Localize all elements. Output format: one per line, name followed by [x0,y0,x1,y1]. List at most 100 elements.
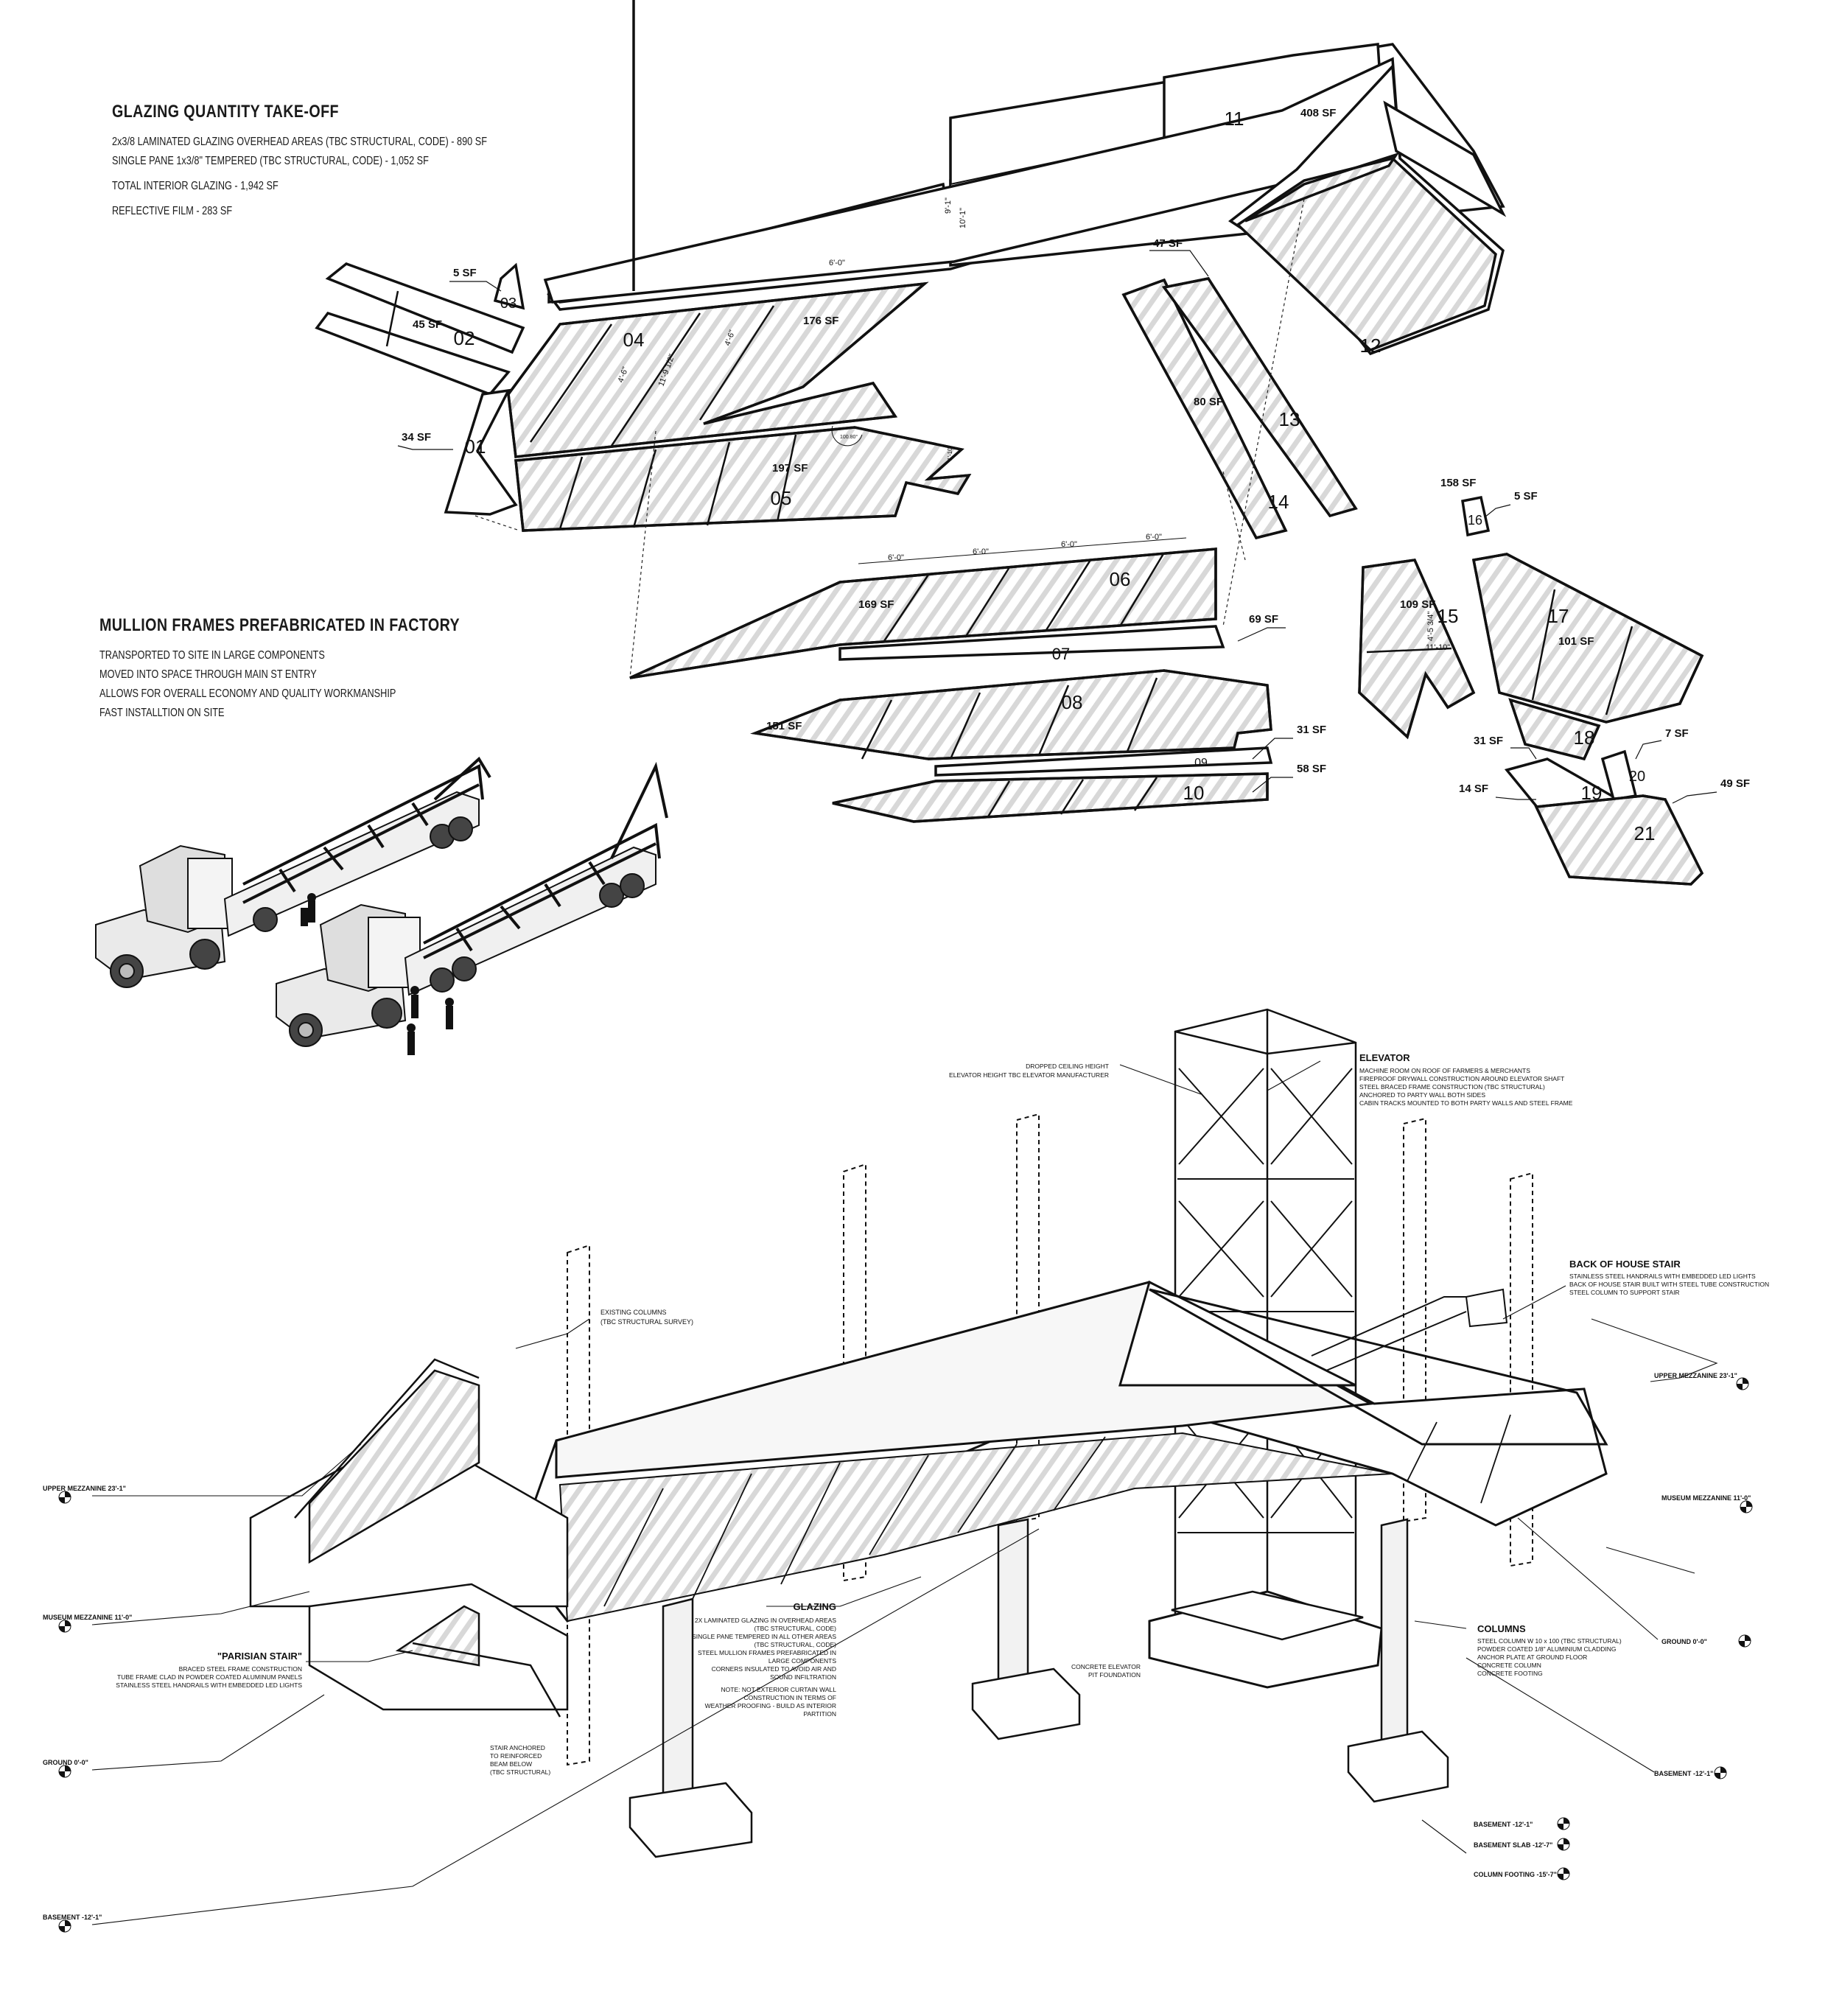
panel-number-08: 08 [1062,691,1083,713]
panel-number-02: 02 [454,327,475,349]
level-marker: GROUND 0'-0" [43,1759,88,1778]
level-upper-mezz-right: UPPER MEZZANINE 23'-1" [1654,1372,1737,1379]
mullion-line: ALLOWS FOR OVERALL ECONOMY AND QUALITY W… [99,687,396,700]
elevator-line: MACHINE ROOM ON ROOF OF FARMERS & MERCHA… [1359,1067,1530,1074]
glazing-title: GLAZING [794,1601,837,1612]
existing-columns-note: EXISTING COLUMNS (TBC STRUCTURAL SURVEY) [600,1309,693,1326]
dim-6ft: 6'-0" [829,259,845,267]
panel-17 [1471,553,1704,724]
parisian-title: "PARISIAN STAIR" [217,1651,302,1662]
level-markers: UPPER MEZZANINE 23'-1" MUSEUM MEZZANINE … [43,1372,1753,1933]
parisian-stair [249,1358,569,1718]
level-column-footing: COLUMN FOOTING -15'-7" [1474,1871,1557,1878]
area-10: 58 SF [1297,763,1326,775]
panel-16 [1461,495,1491,537]
dim-6ft: 6'-0" [973,547,989,556]
panel-05 [514,426,972,532]
panel-number-19: 19 [1581,782,1603,804]
glazing-line: 2X LAMINATED GLAZING IN OVERHEAD AREAS [695,1617,836,1624]
panel-layout [315,0,1704,886]
level-basement-slab: BASEMENT SLAB -12'-7" [1474,1841,1552,1849]
level-museum-mezz-right: MUSEUM MEZZANINE 11'-0" [1661,1494,1751,1502]
area-08: 151 SF [766,720,802,732]
dim-10-1: 10'-1" [959,208,967,228]
glazing-line: LARGE COMPONENTS [768,1657,836,1665]
panel-number-10: 10 [1183,782,1205,804]
panel-number-15: 15 [1437,605,1459,627]
elevator-tower [1148,1008,1383,1689]
panel-number-07: 07 [1052,645,1070,663]
columns-title: COLUMNS [1477,1623,1526,1634]
area-06: 169 SF [858,598,894,611]
mullion-title: MULLION FRAMES PREFABRICATED IN FACTORY [99,615,460,635]
elevator-note: ELEVATOR MACHINE ROOM ON ROOF OF FARMERS… [1359,1052,1573,1107]
mullion-line: FAST INSTALLTION ON SITE [99,707,225,719]
area-12: 47 SF [1153,237,1183,250]
level-marker: UPPER MEZZANINE 23'-1" [1654,1372,1749,1390]
area-13: 80 SF [1194,396,1223,408]
back-of-house-stair [1311,1288,1508,1371]
glazing-line: CONSTRUCTION IN TERMS OF [744,1694,836,1701]
elevator-title: ELEVATOR [1359,1052,1410,1063]
dim-9-1: 9'-1" [944,197,953,214]
truck-2 [276,761,668,1055]
back-stair-line: BACK OF HOUSE STAIR BUILT WITH STEEL TUB… [1569,1281,1769,1288]
glazing-line: WEATHER PROOFING - BUILD AS INTERIOR [705,1702,836,1709]
stair-anchored-line: TO REINFORCED [490,1752,542,1760]
panel-number-09: 09 [1194,757,1208,769]
truck-1 [95,756,491,988]
bridge-body [514,1280,1608,1623]
dim-1-10: 1'-10" [947,445,953,461]
panel-number-16: 16 [1468,513,1482,528]
takeoff-line: SINGLE PANE 1x3/8" TEMPERED (TBC STRUCTU… [112,155,429,167]
panel-number-04: 04 [623,329,645,351]
takeoff-film: REFLECTIVE FILM - 283 SF [112,205,233,217]
panel-02 [315,262,525,396]
panel-number-12: 12 [1360,335,1382,357]
level-marker: COLUMN FOOTING -15'-7" [1474,1867,1570,1880]
glazing-line: CORNERS INSULATED TO AVOID AIR AND [712,1665,836,1673]
panel-01 [444,388,518,516]
level-marker: BASEMENT -12'-1" [1654,1766,1727,1779]
pit-line: CONCRETE ELEVATOR [1071,1663,1141,1670]
back-stair-note: BACK OF HOUSE STAIR STAINLESS STEEL HAND… [1569,1259,1769,1296]
area-19: 14 SF [1459,783,1488,795]
area-labels: 34 SF 45 SF 5 SF 176 SF 197 SF 169 SF 69… [402,107,1750,795]
level-basement: BASEMENT -12'-1" [1474,1821,1533,1828]
glazing-note: GLAZING 2X LAMINATED GLAZING IN OVERHEAD… [692,1601,836,1718]
dashed-connections [474,198,1305,679]
level-marker: UPPER MEZZANINE 23'-1" [43,1485,126,1504]
elevator-line: ANCHORED TO PARTY WALL BOTH SIDES [1359,1091,1485,1099]
columns-note: COLUMNS STEEL COLUMN W 10 x 100 (TBC STR… [1477,1623,1622,1677]
area-20: 7 SF [1665,727,1689,740]
panel-number-14: 14 [1268,491,1289,513]
mullion-notes: MULLION FRAMES PREFABRICATED IN FACTORY … [99,615,539,723]
elevator-line: FIREPROOF DRYWALL CONSTRUCTION AROUND EL… [1359,1075,1564,1082]
elevator-line: CABIN TRACKS MOUNTED TO BOTH PARTY WALLS… [1359,1099,1573,1107]
columns-line: ANCHOR PLATE AT GROUND FLOOR [1477,1653,1587,1661]
dropped-note: ELEVATOR HEIGHT TBC ELEVATOR MANUFACTURE… [949,1071,1109,1079]
area-21: 49 SF [1720,777,1750,790]
level-marker: MUSEUM MEZZANINE 11'-0" [1661,1494,1753,1513]
glazing-line: STEEL MULLION FRAMES PREFABRICATED IN [698,1649,836,1656]
panel-06 [629,547,1217,679]
panel-number-13: 13 [1279,408,1300,430]
stair-anchored-note: STAIR ANCHORED TO REINFORCED BEAM BELOW … [490,1744,550,1776]
panel-03 [493,262,525,310]
level-basement-right: BASEMENT -12'-1" [1654,1770,1713,1777]
stair-anchored-line: STAIR ANCHORED [490,1744,545,1751]
area-17: 101 SF [1558,635,1594,648]
columns-line: STEEL COLUMN W 10 x 100 (TBC STRUCTURAL) [1477,1637,1622,1645]
level-marker: BASEMENT -12'-1" [43,1914,102,1933]
area-15: 109 SF [1400,598,1435,611]
panel-12b [1383,100,1507,217]
panel-number-21: 21 [1634,822,1656,844]
area-14: 158 SF [1440,477,1476,489]
trucks-illustration [95,756,668,1055]
area-05: 197 SF [772,462,808,475]
area-03: 5 SF [453,267,477,279]
glazing-line: SINGLE PANE TEMPERED IN ALL OTHER AREAS [692,1633,836,1640]
annotations: DROPPED CEILING HEIGHT ELEVATOR HEIGHT T… [116,1052,1769,1776]
glazing-line: SOUND INFILTRATION [770,1673,836,1681]
